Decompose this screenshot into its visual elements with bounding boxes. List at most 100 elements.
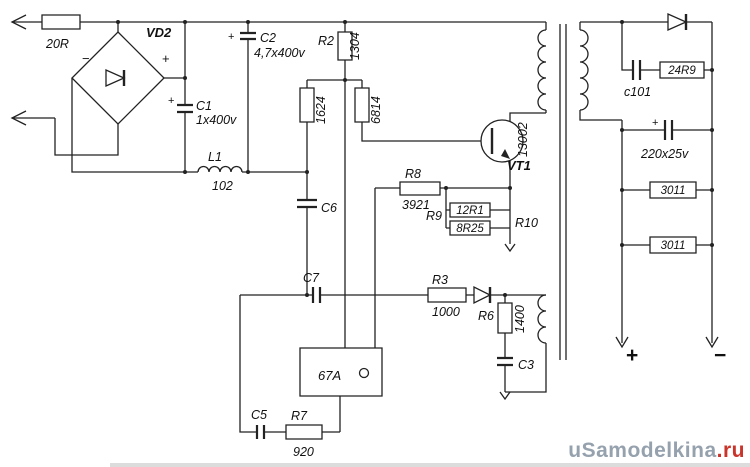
transistor-emitter-arrow-icon: [501, 149, 510, 159]
label-1624: 1624: [314, 96, 328, 124]
label-r10-value: 8R25: [456, 223, 484, 235]
junction: [116, 20, 120, 24]
page-bottom-edge: [110, 463, 750, 467]
label-c3: C3: [518, 358, 534, 372]
resistor-r2: [338, 32, 352, 60]
label-c1-plus: +: [168, 95, 174, 107]
transformer-secondary-coil: [580, 30, 588, 110]
ground-arrow-c3-icon: [500, 392, 510, 399]
junction-dots: [116, 20, 714, 297]
label-bridge-plus: +: [162, 51, 170, 66]
junction: [620, 128, 624, 132]
label-ic-67a: 67A: [318, 368, 341, 383]
resistor-r7: [286, 425, 322, 439]
output-plus-terminal-icon: [616, 337, 628, 347]
junction: [183, 76, 187, 80]
resistor-r9: [450, 203, 490, 217]
label-20r: 20R: [45, 37, 69, 51]
bridge-diode-icon: [106, 70, 124, 86]
capacitor-c3: [497, 358, 513, 365]
label-l1: L1: [208, 150, 222, 164]
transformer-feedback-coil: [538, 295, 546, 343]
junction: [620, 188, 624, 192]
capacitor-c5: [257, 425, 264, 439]
diode-feedback-icon: [474, 287, 490, 303]
label-c1-value: 1x400v: [196, 113, 237, 127]
label-r6-value: 1400: [513, 305, 527, 333]
capacitor-c6: [297, 200, 317, 207]
junction: [620, 243, 624, 247]
transformer-primary-coil: [538, 30, 546, 110]
label-l1-value: 102: [212, 179, 233, 193]
junction: [343, 20, 347, 24]
capacitor-c101: [633, 60, 640, 80]
label-output-minus: −: [714, 344, 726, 367]
label-r3-value: 1000: [432, 305, 460, 319]
junction: [710, 243, 714, 247]
label-c6: C6: [321, 201, 337, 215]
resistor-24r9: [660, 62, 704, 78]
junction: [246, 170, 250, 174]
label-r6: R6: [478, 309, 494, 323]
label-c101: c101: [624, 85, 651, 99]
label-r2-value: 1304: [348, 32, 362, 60]
label-r9-value: 12R1: [456, 205, 484, 217]
output-terminals: [500, 244, 718, 399]
resistor-r3: [428, 288, 466, 302]
capacitor-220x25v: [665, 120, 672, 140]
junction: [444, 186, 448, 190]
label-c1: C1: [196, 99, 212, 113]
label-24r9: 24R9: [667, 65, 696, 77]
resistor-r8: [400, 182, 440, 195]
label-vt1-value: 13002: [516, 122, 530, 157]
transistor-vt1: [481, 120, 523, 162]
watermark-site: uSamodelkina: [568, 439, 717, 462]
junction: [508, 186, 512, 190]
ac-input-arrow-top-icon: [12, 15, 26, 29]
resistor-r6: [498, 303, 512, 333]
label-c2-value: 4,7x400v: [254, 46, 305, 60]
label-r7-value: 920: [293, 445, 314, 459]
label-c5: C5: [251, 408, 267, 422]
label-6814: 6814: [369, 96, 383, 124]
inductor-l1-coil: [198, 167, 242, 173]
label-r7: R7: [291, 409, 308, 423]
resistor-3011-a: [650, 182, 696, 198]
junction: [183, 170, 187, 174]
junction: [183, 20, 187, 24]
resistor-r10: [450, 221, 490, 235]
diode-output: [668, 14, 686, 30]
junction: [710, 188, 714, 192]
diode-output-icon: [668, 14, 686, 30]
junction: [246, 20, 250, 24]
capacitor-c1: [177, 105, 193, 112]
label-c2-plus: +: [228, 31, 234, 43]
wiring: [12, 22, 712, 432]
label-3011-a: 3011: [661, 185, 686, 197]
capacitor-c7: [313, 287, 320, 303]
ground-arrow-emitter-icon: [505, 244, 515, 251]
watermark-tld: .ru: [716, 439, 745, 462]
output-minus-terminal-icon: [706, 337, 718, 347]
label-cout-plus: +: [652, 117, 658, 129]
ac-input-arrow-bottom-icon: [12, 111, 26, 125]
junction: [710, 68, 714, 72]
label-r9: R9: [426, 209, 442, 223]
junction: [305, 293, 309, 297]
label-c7: C7: [303, 271, 320, 285]
label-r8-value: 3921: [402, 198, 430, 212]
wire-mid-verticals: [307, 22, 510, 348]
resistor-20r: [42, 15, 80, 29]
diode-feedback: [474, 287, 490, 303]
capacitor-c2: [240, 33, 256, 39]
label-3011-b: 3011: [661, 240, 686, 252]
label-r8: R8: [405, 167, 421, 181]
resistor-6814: [355, 88, 369, 122]
label-vt1: VT1: [507, 158, 531, 173]
label-r2: R2: [318, 34, 334, 48]
wire-bottom-middle: [240, 295, 546, 432]
resistor-3011-b: [650, 237, 696, 253]
label-r3: R3: [432, 273, 448, 287]
input-terminals: [12, 15, 26, 125]
ic-pin-circle-icon: [360, 369, 369, 378]
